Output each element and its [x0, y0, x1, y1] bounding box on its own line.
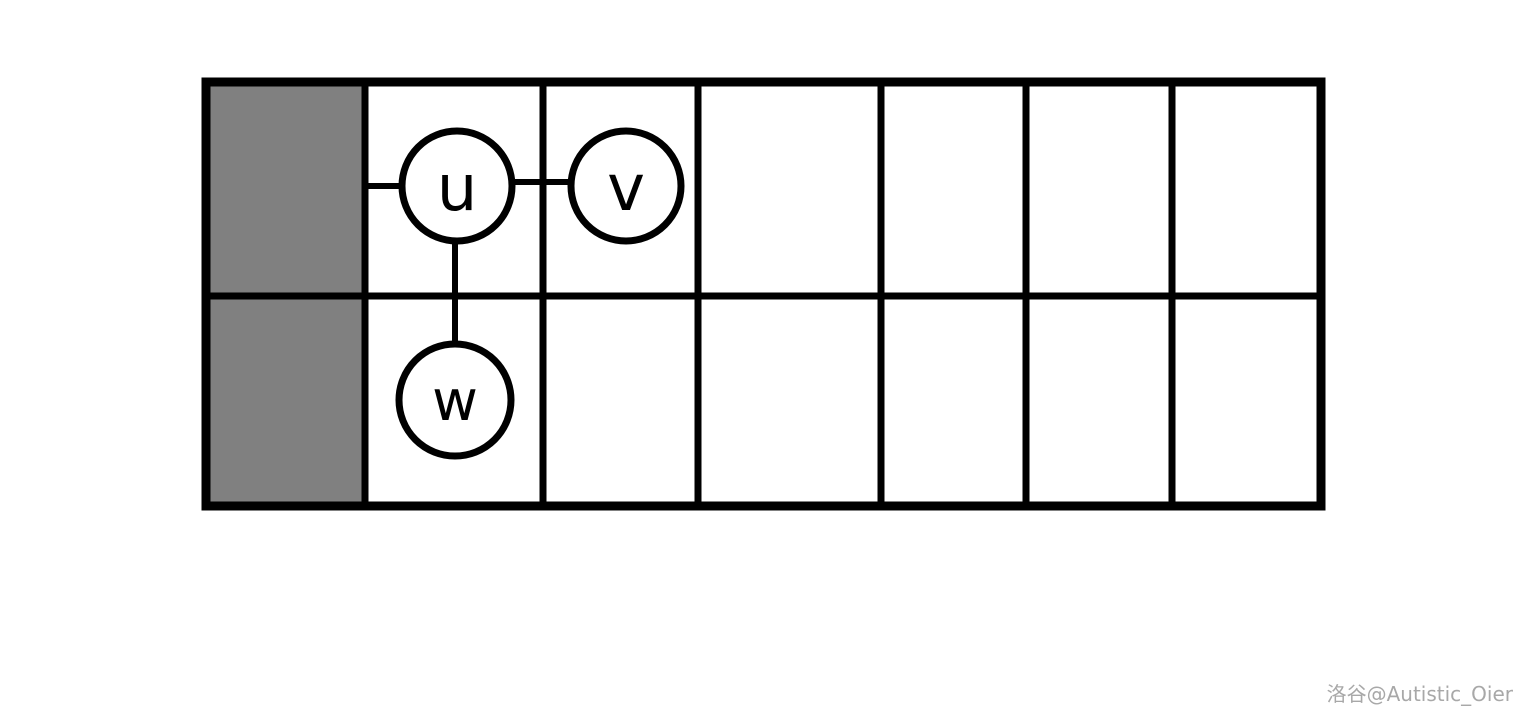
grid-lines: [201, 77, 1326, 511]
node-u: u: [398, 127, 516, 245]
node-v: v: [567, 127, 685, 245]
blocked-cell-top: [206, 84, 364, 296]
blocked-cell-bottom: [206, 296, 364, 506]
watermark: 洛谷@Autistic_Oier: [1326, 682, 1513, 706]
node-w: w: [395, 340, 515, 460]
svg-text:u: u: [437, 152, 478, 226]
svg-text:v: v: [607, 152, 645, 226]
edges: [367, 179, 570, 343]
svg-text:w: w: [432, 369, 478, 434]
